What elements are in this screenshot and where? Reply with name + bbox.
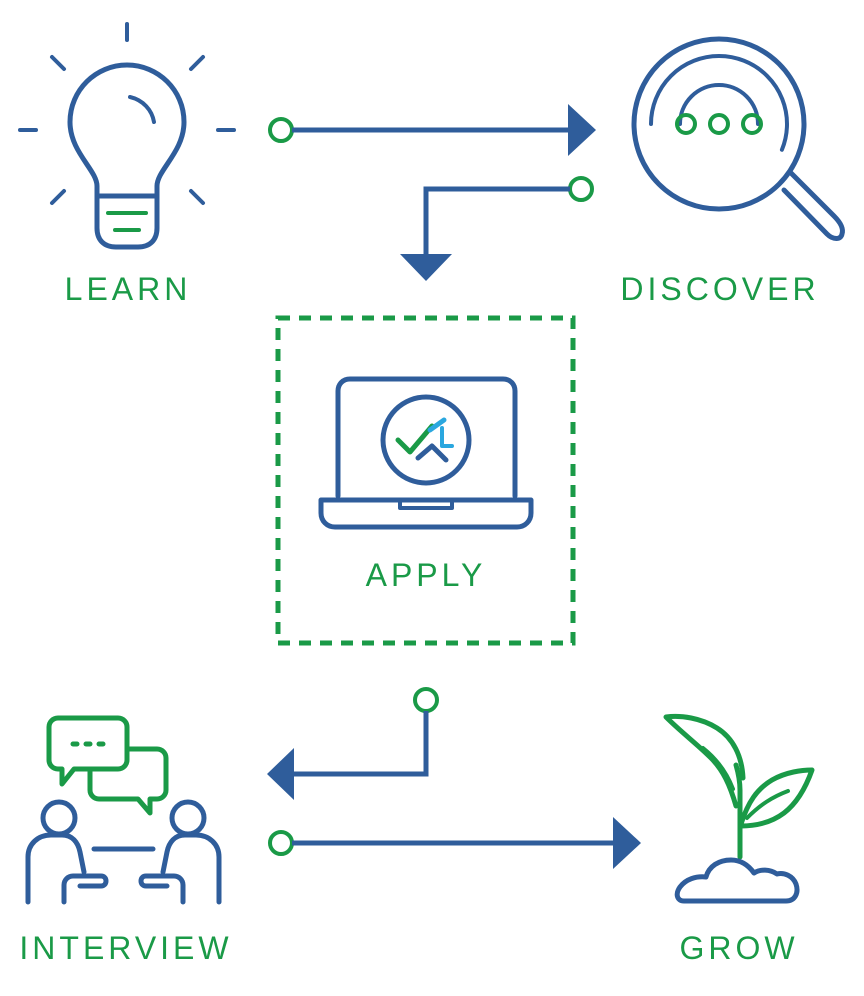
apply-label: APPLY [365,557,487,593]
lightbulb-icon [18,22,236,250]
connector-interview-to-grow [268,817,641,869]
grow-label: GROW [679,930,799,966]
magnifying-glass-icon [631,36,845,241]
discover-label: DISCOVER [620,271,820,307]
learn-label: LEARN [64,271,192,307]
sprout-plant-icon [663,713,815,904]
interview-label: INTERVIEW [19,930,233,966]
laptop-checkmark-icon [318,376,534,530]
connector-learn-to-discover [268,104,596,156]
connector-discover-to-apply [400,176,594,281]
apply-highlight-box [275,315,576,646]
interview-people-chat-icon [25,715,222,905]
connector-apply-to-interview [267,687,439,800]
